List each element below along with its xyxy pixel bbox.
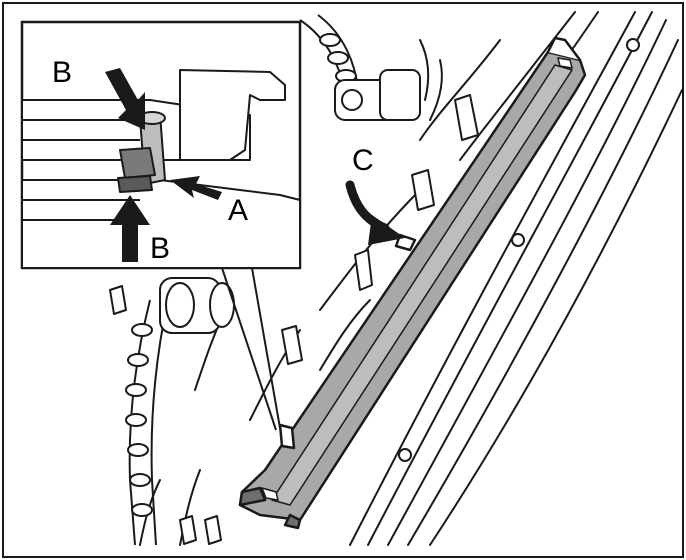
housing-tabs bbox=[109, 94, 479, 545]
callout-leaders bbox=[221, 267, 281, 431]
label-b-bottom: B bbox=[150, 232, 170, 265]
housing-screws bbox=[398, 38, 640, 462]
label-b-top: B bbox=[52, 56, 72, 89]
cover-plate bbox=[238, 36, 587, 530]
arrow-c bbox=[345, 180, 405, 245]
cable-top bbox=[299, 14, 421, 121]
arrow-a bbox=[170, 176, 222, 200]
arrow-b-bottom bbox=[110, 195, 150, 262]
label-a: A bbox=[228, 194, 248, 227]
latch-clip bbox=[117, 111, 166, 193]
arrow-b-top bbox=[105, 68, 145, 130]
detail-inset bbox=[20, 20, 302, 270]
label-c: C bbox=[352, 144, 374, 177]
cable-left bbox=[125, 277, 235, 546]
